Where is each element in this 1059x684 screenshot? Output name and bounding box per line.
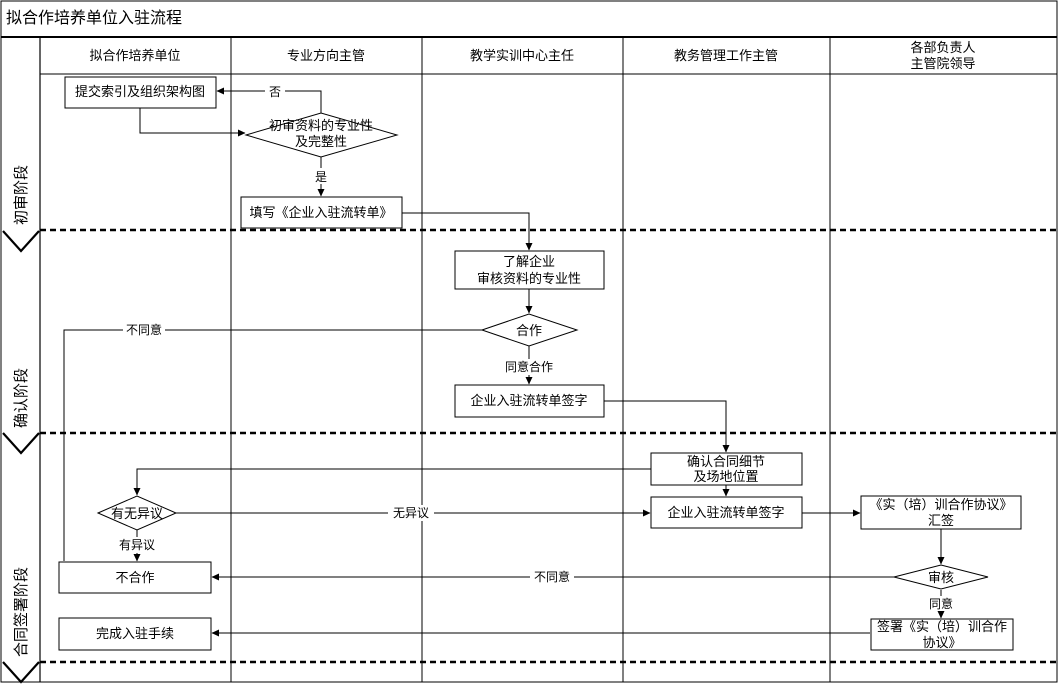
node-confirm-details-label: 及场地位置: [693, 470, 758, 485]
phase-chevron: [2, 661, 40, 684]
node-cooperate: [480, 313, 579, 347]
flow-label-disagree: 不同意: [126, 322, 162, 337]
node-sign-form-2-label: 企业入驻流转单签字: [667, 505, 784, 521]
flow-label-disagree: 不同意: [534, 569, 570, 584]
node-agreement-summary-label: 《实（培）训合作协议》: [869, 497, 1012, 513]
flow-label-agree-cooperate: 同意合作: [505, 359, 553, 374]
node-sign-form-2: [650, 496, 803, 529]
node-sign-agreement: [870, 618, 1014, 651]
node-submit-label: 提交索引及组织架构图: [75, 84, 205, 100]
phase-chevron: [2, 230, 40, 253]
node-understand-label: 审核资料的专业性: [477, 271, 581, 287]
node-understand: [454, 250, 605, 290]
phase-chevron: [2, 432, 40, 455]
node-objection: [96, 495, 178, 531]
flow-label-no-objection: 无异议: [393, 506, 429, 520]
node-sign-form-1-label: 企业入驻流转单签字: [470, 393, 587, 409]
lane-header: 各部负责人: [910, 40, 975, 56]
connector: [63, 329, 482, 561]
node-audit-label: 审核: [928, 571, 954, 586]
lane-header: 专业方向主管: [287, 48, 365, 64]
phase-label: 初审阶段: [12, 165, 30, 225]
node-complete: [58, 617, 212, 651]
connector: [216, 87, 322, 113]
phase-label: 确认阶段: [12, 368, 30, 428]
node-sign-form-1: [454, 384, 605, 418]
node-no-cooperation-label: 不合作: [115, 571, 154, 586]
node-submit: [64, 76, 217, 109]
lane-header: 教学实训中心主任: [470, 48, 574, 64]
node-audit: [893, 564, 989, 590]
node-sign-agreement-label: 签署《实（培）训合作: [877, 619, 1007, 635]
connector: [139, 108, 246, 137]
node-fill-form-label: 填写《企业入驻流转单》: [249, 205, 392, 221]
node-initial-review-label: 及完整性: [295, 135, 347, 150]
lane-header: 拟合作培养单位: [89, 48, 180, 64]
node-confirm-details: [650, 452, 803, 486]
node-no-cooperation: [58, 561, 212, 594]
node-initial-review: [244, 112, 399, 158]
lane-header: 主管院领导: [910, 57, 975, 72]
node-agreement-summary-label: 汇签: [928, 513, 954, 529]
node-sign-agreement-label: 协议》: [922, 636, 961, 651]
connector: [604, 400, 730, 453]
node-fill-form: [240, 196, 403, 229]
connector: [133, 468, 651, 496]
node-initial-review-label: 初审资料的专业性: [269, 118, 373, 134]
node-objection-label: 有无异议: [111, 507, 163, 522]
node-complete-label: 完成入驻手续: [96, 627, 174, 642]
node-understand-label: 了解企业: [503, 254, 555, 270]
phase-label: 合同签署阶段: [12, 567, 30, 657]
flow-label-no: 否: [269, 85, 281, 99]
connector: [402, 212, 533, 251]
node-cooperate-label: 合作: [516, 324, 542, 339]
flow-label-yes: 是: [315, 170, 327, 184]
lane-header: 教务管理工作主管: [674, 48, 778, 64]
node-agreement-summary: [860, 495, 1022, 530]
flow-label-has-objection: 有异议: [119, 538, 155, 552]
node-confirm-details-label: 确认合同细节: [687, 455, 765, 470]
flow-label-agree: 同意: [929, 596, 953, 611]
diagram-title: 拟合作培养单位入驻流程: [6, 8, 182, 27]
